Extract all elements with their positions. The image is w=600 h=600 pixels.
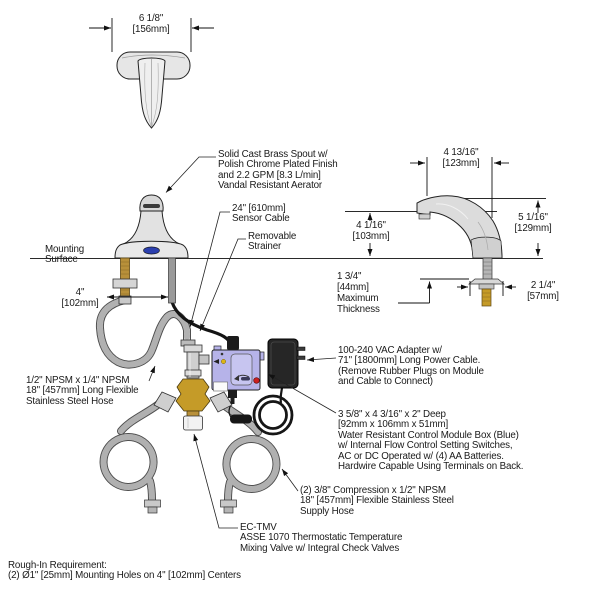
aerator: [418, 213, 431, 220]
dim-reach-label: 4 13/16" [123mm]: [442, 147, 480, 169]
ac-adapter: [267, 338, 306, 389]
module-leader: [267, 373, 337, 414]
dimension-lines: [89, 18, 541, 304]
faucet-top-view: [116, 51, 191, 129]
supply-shank: [120, 257, 130, 299]
plug-prong: [296, 346, 306, 351]
rough-in-note: Rough-In Requirement: (2) Ø1" [25mm] Mou…: [8, 560, 241, 582]
module-callout: 3 5/8" x 4 3/16" x 2" Deep [92mm x 106mm…: [338, 409, 524, 473]
adapter-leader: [306, 357, 337, 363]
hose-callout: 1/2" NPSM x 1/4" NPSM 18" [457mm] Long F…: [26, 375, 139, 407]
side-shank: [468, 257, 505, 307]
faucet-side-view: [416, 195, 505, 307]
leader-lines: [148, 156, 337, 529]
spout-outlet-dome: [139, 194, 164, 212]
strainer-leader: [199, 238, 246, 332]
mixing-valve: [153, 378, 233, 431]
cable-gland: [227, 336, 239, 350]
sensor-window: [143, 246, 160, 255]
valve-body: [175, 378, 211, 412]
hose-leader: [148, 365, 156, 382]
plug-prong: [296, 355, 306, 360]
mounting-nut: [112, 278, 138, 289]
spout-callout: Solid Cast Brass Spout w/ Polish Chrome …: [218, 149, 338, 192]
cable-ferrite: [230, 414, 252, 424]
module-label-sticker: [213, 381, 228, 392]
sensor-cable-leader: [189, 211, 230, 328]
dim-centers-label: 4" [102mm]: [61, 287, 99, 309]
arrow-icon: [213, 359, 219, 364]
logo-mark: [241, 377, 250, 381]
dim-base-label: 2 1/4" [57mm]: [527, 280, 559, 302]
tmv-callout: EC-TMV ASSE 1070 Thermostatic Temperatur…: [240, 522, 403, 554]
supply-hose-callout: (2) 3/8" Compression x 1/2" NPSM 18" [45…: [300, 485, 454, 517]
outlet-cap: [183, 415, 203, 431]
cable-conduit: [168, 257, 176, 304]
adapter-callout: 100-240 VAC Adapter w/ 71" [1800mm] Long…: [338, 345, 484, 388]
supply-hose-left: [99, 399, 164, 514]
control-module-box: [211, 336, 265, 404]
indicator-dot: [221, 359, 226, 364]
dim-spout-height-label: 5 1/16" [129mm]: [514, 212, 552, 234]
check-valve-tee: [180, 339, 210, 379]
power-cable-coil: [228, 387, 294, 436]
power-jack: [228, 390, 237, 398]
mounting-surface-label: Mounting Surface: [45, 244, 85, 266]
tmv-leader: [193, 433, 238, 529]
supply-hose-leader: [281, 468, 299, 492]
hose-end-fitting: [144, 499, 161, 508]
faucet-front-view: [112, 194, 189, 305]
mixed-water-hose: [95, 296, 191, 369]
dim-outlet-height-label: 4 1/16" [103mm]: [352, 220, 390, 242]
sensor-cable-callout: 24" [610mm] Sensor Cable: [232, 203, 290, 225]
right-port-nut: [209, 391, 233, 413]
red-button: [253, 377, 260, 384]
dim-spout-width-label: 6 1/8" [156mm]: [132, 13, 170, 35]
hose-end-fitting: [220, 499, 237, 508]
dim-max-thickness-label: 1 3/4" [44mm] Maximum Thickness: [337, 271, 380, 315]
strainer-callout: Removable Strainer: [248, 231, 297, 253]
left-port-nut: [153, 391, 177, 413]
hose-nut: [118, 295, 132, 305]
spout-leader: [165, 156, 216, 193]
